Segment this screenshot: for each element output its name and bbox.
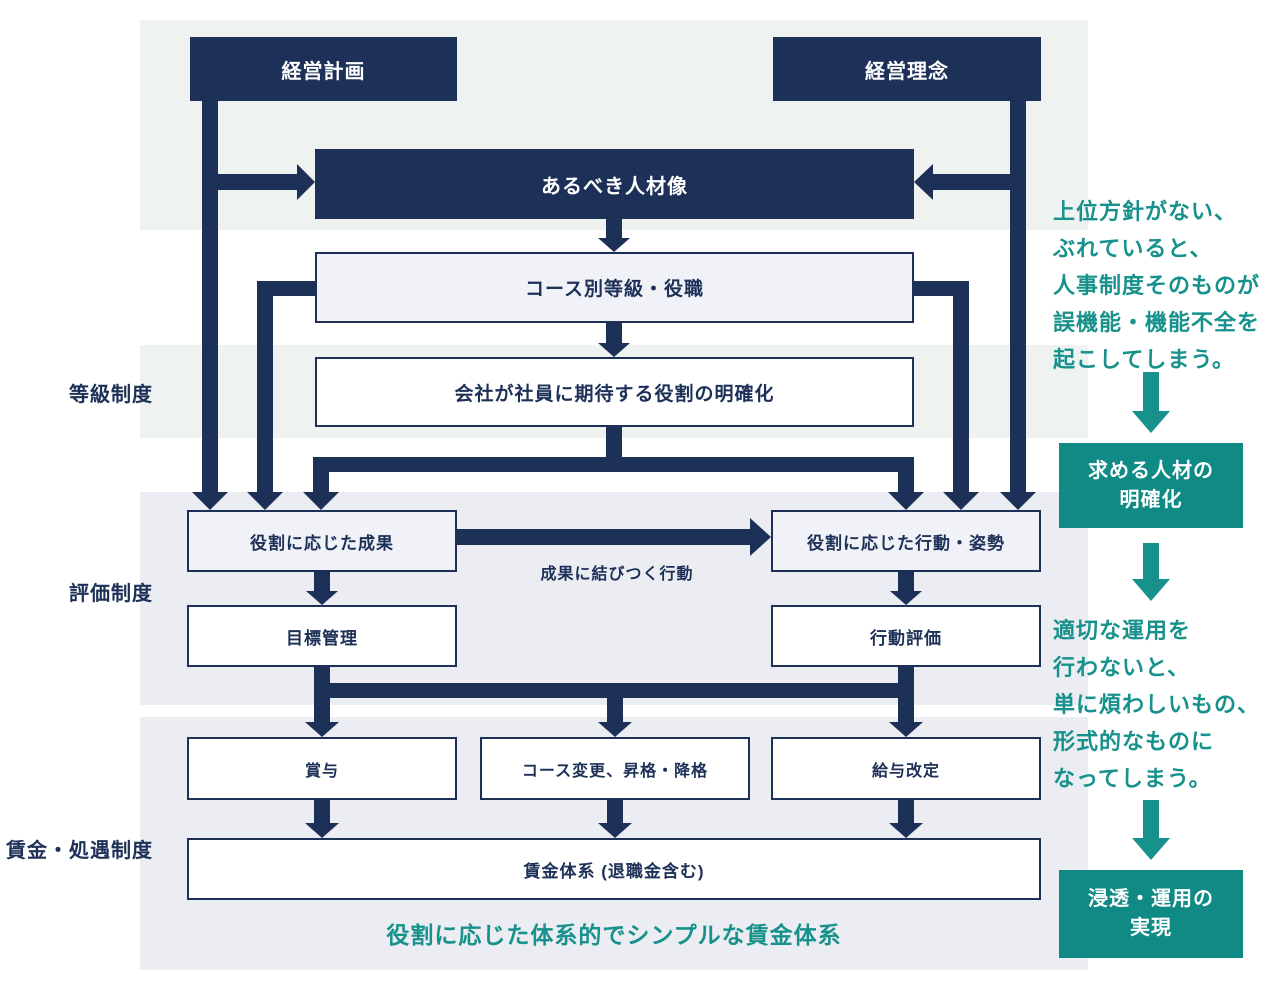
note-line: ぶれていると、	[1053, 236, 1213, 261]
teal-arrow-2	[1132, 543, 1170, 601]
arrow-hyoka-stub	[898, 666, 914, 684]
note-line: 起こしてしまう。	[1053, 347, 1236, 372]
label-actions-leading-to-results: 成果に結びつく行動	[540, 566, 694, 583]
arrow-seika-to-kodo-shaft	[457, 529, 750, 545]
box-goal-management: 目標管理	[187, 605, 457, 667]
side-label-wage-treatment-system: 賃金・処遇制度	[6, 840, 153, 862]
arrow-philosophy-trunk	[1000, 100, 1036, 510]
arrow-kyuyo-to-chingin	[889, 800, 923, 838]
arrow-split-bar	[313, 457, 914, 472]
box-management-philosophy: 経営理念	[773, 37, 1041, 101]
arrow-seika-to-kodo-head	[750, 518, 771, 556]
box-clarify-desired-personnel: 求める人材の 明確化	[1059, 443, 1243, 528]
box-salary-revision: 給与改定	[771, 737, 1041, 800]
box-bonus: 賞与	[187, 737, 457, 800]
arrow-drop-coursechange	[598, 698, 632, 737]
note-line: 形式的なものに	[1053, 729, 1215, 754]
arrow-mid-bar	[314, 683, 914, 698]
arrow-course-down	[598, 323, 630, 357]
arrow-split-right-drop	[888, 457, 924, 510]
box-course-change: コース変更、昇格・降格	[480, 737, 750, 800]
box-behavior-evaluation: 行動評価	[771, 605, 1041, 667]
note-line: 上位方針がない、	[1053, 199, 1238, 224]
note-line: 誤機能・機能不全を	[1053, 310, 1261, 335]
navy-arrows	[192, 100, 1036, 838]
arrow-split-left-drop	[303, 457, 339, 510]
arrow-coursechange-to-chingin	[598, 800, 632, 838]
box-role-clarification: 会社が社員に期待する役割の明確化	[315, 357, 914, 427]
box-ideal-personnel: あるべき人材像	[315, 149, 914, 219]
side-label-evaluation-system: 評価制度	[69, 583, 153, 605]
teal-box-line: 実現	[1130, 917, 1172, 939]
box-management-plan: 経営計画	[190, 37, 457, 101]
arrow-jinzai-down	[598, 219, 630, 252]
note-line: なってしまう。	[1053, 766, 1212, 791]
arrow-shoyo-to-chingin	[305, 800, 339, 838]
arrow-plan-branch-shaft	[202, 174, 299, 190]
note-line: 行わないと、	[1053, 655, 1191, 680]
arrow-mokuhyo-stub	[314, 666, 330, 684]
box-behavior-by-role: 役割に応じた行動・姿勢	[771, 510, 1041, 572]
arrow-plan-trunk	[192, 100, 228, 510]
arrow-kaisha-stub	[606, 427, 622, 458]
note-improper-operation: 適切な運用を 行わないと、 単に煩わしいもの、 形式的なものに なってしまう。	[1053, 612, 1260, 797]
arrow-kodo-down	[890, 572, 922, 605]
note-line: 人事制度そのものが	[1053, 273, 1261, 298]
teal-box-line: 求める人材の	[1088, 459, 1214, 482]
arrow-philosophy-branch-shaft	[931, 174, 1026, 190]
box-course-grade: コース別等級・役職	[315, 252, 914, 323]
note-line: 適切な運用を	[1053, 618, 1192, 643]
summary-simple-wage-system: 役割に応じた体系的でシンプルな賃金体系	[386, 922, 842, 948]
teal-arrow-3	[1132, 800, 1170, 860]
arrow-course-right-drop	[943, 281, 979, 510]
side-label-grade-system: 等級制度	[69, 384, 153, 406]
teal-box-line: 浸透・運用の	[1088, 888, 1214, 910]
box-wage-structure: 賃金体系 (退職金含む)	[187, 838, 1041, 900]
arrow-philosophy-branch-head	[914, 164, 933, 200]
arrow-course-left-drop	[247, 281, 283, 510]
arrow-plan-branch-head	[297, 164, 315, 200]
arrow-drop-shoyo	[305, 698, 339, 737]
teal-arrow-1	[1132, 372, 1170, 433]
teal-arrows	[1132, 372, 1170, 860]
arrow-seika-down	[306, 572, 338, 605]
arrow-drop-kyuyo	[889, 698, 923, 737]
note-missing-policy: 上位方針がない、 ぶれていると、 人事制度そのものが 誤機能・機能不全を 起こし…	[1053, 193, 1260, 378]
box-realize-operation: 浸透・運用の 実現	[1059, 870, 1243, 958]
teal-box-line: 明確化	[1119, 488, 1183, 511]
box-results-by-role: 役割に応じた成果	[187, 510, 457, 572]
note-line: 単に煩わしいもの、	[1053, 692, 1261, 717]
